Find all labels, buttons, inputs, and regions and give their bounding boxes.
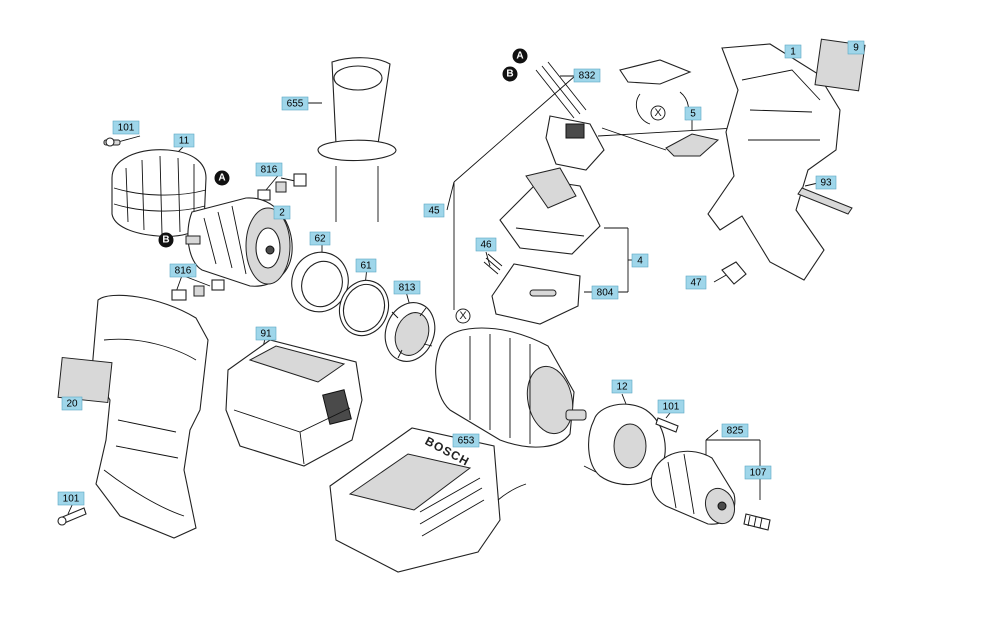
svg-text:11: 11 [179, 136, 190, 147]
screw-101-top [103, 137, 121, 147]
part-label-4: 4 [631, 253, 649, 268]
svg-text:4: 4 [637, 256, 643, 267]
brush-holder-816-top [257, 173, 307, 201]
electronics-4 [499, 167, 601, 255]
part-label-1: 1 [784, 44, 802, 59]
svg-text:9: 9 [853, 43, 859, 54]
motor-cap-11 [111, 149, 207, 237]
svg-text:B: B [162, 235, 169, 246]
svg-text:A: A [516, 51, 523, 62]
part-label-816-bottom: 816 [169, 263, 197, 278]
slide-5 [619, 59, 720, 157]
svg-text:816: 816 [261, 165, 278, 176]
screw-101-bottom [57, 507, 87, 526]
brush-holder-816-bottom [171, 279, 225, 301]
pin-93 [797, 187, 853, 215]
part-label-12: 12 [611, 379, 633, 394]
marker-a-left: A [214, 170, 230, 186]
svg-text:2: 2 [279, 208, 285, 219]
marker-x-top: X [650, 105, 666, 121]
spring-46 [483, 253, 503, 275]
part-label-804: 804 [591, 285, 619, 300]
part-label-45: 45 [423, 203, 445, 218]
svg-text:12: 12 [616, 382, 628, 393]
marker-b-right: B [502, 66, 518, 82]
part-label-653: 653 [452, 433, 480, 448]
part-label-101-right: 101 [657, 399, 685, 414]
chuck-825 [650, 450, 736, 525]
svg-text:B: B [506, 69, 513, 80]
svg-text:61: 61 [360, 261, 372, 272]
switch-unit [545, 115, 605, 171]
belt-clip-655 [317, 57, 397, 222]
part-label-47: 47 [685, 275, 707, 290]
part-label-62: 62 [309, 231, 331, 246]
svg-text:46: 46 [480, 240, 492, 251]
gearbox [435, 327, 587, 448]
oring-61 [338, 279, 390, 337]
part-label-46: 46 [475, 237, 497, 252]
marker-a-right: A [512, 48, 528, 64]
button-47 [721, 261, 747, 285]
screw-101-right [655, 417, 679, 433]
motor-2 [185, 197, 293, 287]
svg-text:93: 93 [820, 178, 832, 189]
svg-text:825: 825 [727, 426, 744, 437]
part-label-655: 655 [281, 96, 309, 111]
part-label-93: 93 [815, 175, 837, 190]
battery-91 [225, 339, 363, 467]
screw-107 [743, 513, 771, 531]
svg-text:5: 5 [690, 109, 696, 120]
svg-text:832: 832 [579, 71, 596, 82]
svg-text:91: 91 [260, 329, 272, 340]
part-label-107: 107 [744, 465, 772, 480]
svg-text:47: 47 [690, 278, 702, 289]
part-label-825: 825 [721, 423, 749, 438]
part-label-2: 2 [273, 205, 291, 220]
svg-text:107: 107 [750, 468, 767, 479]
part-label-9: 9 [847, 40, 865, 55]
ring-62 [291, 251, 349, 313]
svg-text:653: 653 [458, 436, 475, 447]
svg-text:62: 62 [314, 234, 326, 245]
marker-x-gearbox: X [455, 308, 471, 324]
svg-text:X: X [459, 310, 467, 322]
part-label-832: 832 [573, 68, 601, 83]
part-label-816-top: 816 [255, 162, 283, 177]
part-label-11: 11 [173, 133, 195, 148]
svg-text:1: 1 [790, 47, 796, 58]
part-label-813: 813 [393, 280, 421, 295]
part-label-101-top: 101 [112, 120, 140, 135]
svg-text:813: 813 [399, 283, 416, 294]
charger-653: BOSCH [329, 427, 527, 573]
switch-wires-832 [535, 61, 587, 119]
svg-text:655: 655 [287, 99, 304, 110]
part-label-5: 5 [684, 106, 702, 121]
svg-text:804: 804 [597, 288, 614, 299]
part-label-101-bottom: 101 [57, 491, 85, 506]
svg-text:20: 20 [66, 399, 78, 410]
housing-20 [57, 294, 209, 539]
plate-804 [491, 263, 581, 325]
svg-text:101: 101 [663, 402, 680, 413]
svg-text:816: 816 [175, 266, 192, 277]
svg-text:101: 101 [63, 494, 80, 505]
svg-text:X: X [654, 107, 662, 119]
svg-text:101: 101 [118, 123, 135, 134]
cover-12 [583, 403, 666, 486]
part-label-91: 91 [255, 326, 277, 341]
svg-text:45: 45 [428, 206, 440, 217]
svg-text:A: A [218, 173, 225, 184]
part-label-20: 20 [61, 396, 83, 411]
housing-1 [707, 38, 866, 281]
part-label-61: 61 [355, 258, 377, 273]
marker-b-left: B [158, 232, 174, 248]
ring-gear-813 [384, 302, 436, 362]
